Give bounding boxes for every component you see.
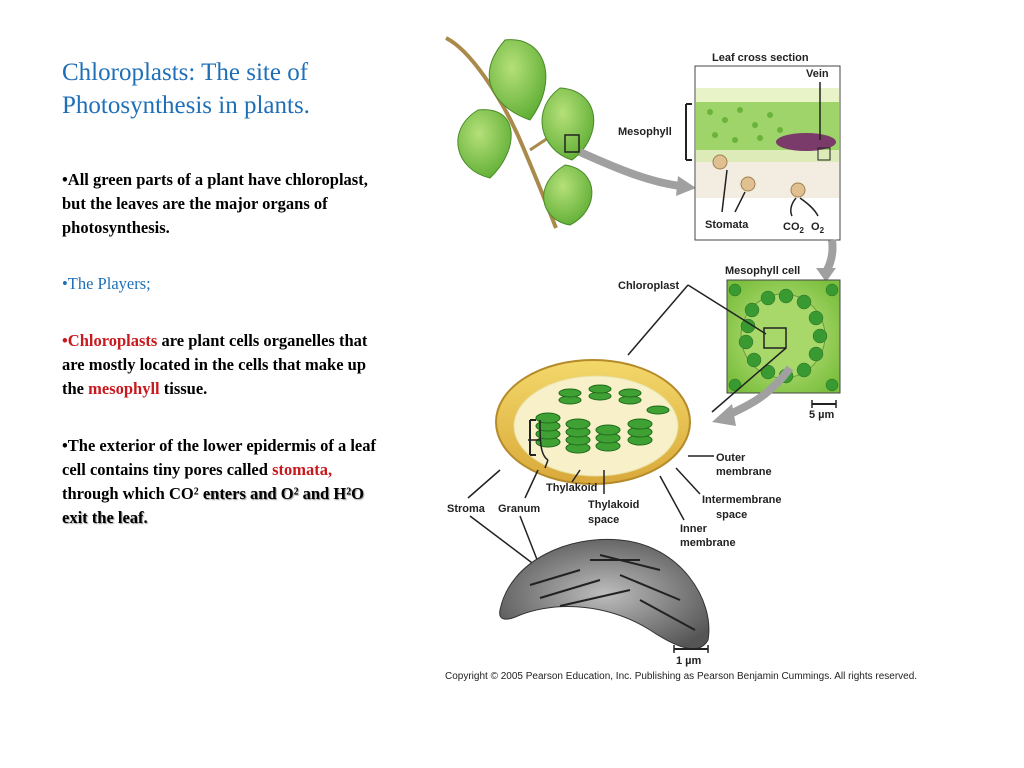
label-scale-1um: 1 µm [676, 655, 702, 667]
players-text: •The Players; [62, 274, 151, 293]
term-mesophyll: mesophyll [88, 379, 160, 398]
chloroplasts-desc: are plant cells organelles that are most… [62, 331, 368, 398]
leaf-branch-illustration [445, 36, 595, 229]
bullet-chloroplasts: •Chloroplasts are plant cells organelles… [62, 329, 382, 401]
label-mesophyll: Mesophyll [618, 126, 672, 138]
label-stomata: Stomata [705, 219, 749, 231]
label-vein: Vein [806, 68, 829, 80]
electron-micrograph [499, 538, 710, 653]
term-chloroplasts: Chloroplasts [67, 331, 158, 350]
label-scale-5um: 5 µm [809, 409, 835, 421]
mesophyll-tail: tissue. [159, 379, 208, 398]
label-mesophyll-cell: Mesophyll cell [725, 265, 800, 277]
label-outer-membrane-1: Outer [716, 452, 746, 464]
stomata-intro: •The exterior of the lower epidermis of … [62, 436, 376, 479]
stomata-co2: through which CO² [62, 484, 203, 503]
label-thylakoid-space-2: space [588, 514, 619, 526]
bullet-green-parts: •All green parts of a plant have chlorop… [62, 170, 368, 237]
co2-subscript: 2 [800, 226, 805, 235]
label-stroma: Stroma [447, 503, 486, 515]
co2-symbol: CO [783, 221, 800, 233]
label-inner-membrane-1: Inner [680, 523, 708, 535]
label-co2: CO2 [783, 221, 805, 235]
label-thylakoid-space-1: Thylakoid [588, 499, 639, 511]
label-leaf-cross-section: Leaf cross section [712, 52, 809, 64]
bullet-stomata: •The exterior of the lower epidermis of … [62, 434, 382, 530]
label-granum: Granum [498, 503, 540, 515]
label-intermembrane-1: Intermembrane [702, 494, 781, 506]
o2-subscript: 2 [820, 226, 825, 235]
label-outer-membrane-2: membrane [716, 466, 772, 478]
o2-symbol: O [811, 221, 820, 233]
label-o2: O2 [811, 221, 825, 235]
label-inner-membrane-2: membrane [680, 537, 736, 549]
label-chloroplast: Chloroplast [618, 280, 679, 292]
copyright-notice: Copyright © 2005 Pearson Education, Inc.… [445, 671, 917, 682]
leaf-cross-section [685, 65, 841, 241]
bullet-marker: • [62, 331, 68, 350]
label-thylakoid: Thylakoid [546, 482, 597, 494]
term-stomata: stomata, [272, 460, 333, 479]
mesophyll-cell-micrograph [726, 279, 841, 408]
label-intermembrane-2: space [716, 509, 747, 521]
bullet-players: •The Players; [62, 272, 382, 296]
chloroplast-diagram [495, 359, 691, 485]
slide-title: Chloroplasts: The site of Photosynthesis… [62, 59, 310, 119]
stomata-exit: enters and O² and H²O exit the leaf. [62, 484, 364, 527]
